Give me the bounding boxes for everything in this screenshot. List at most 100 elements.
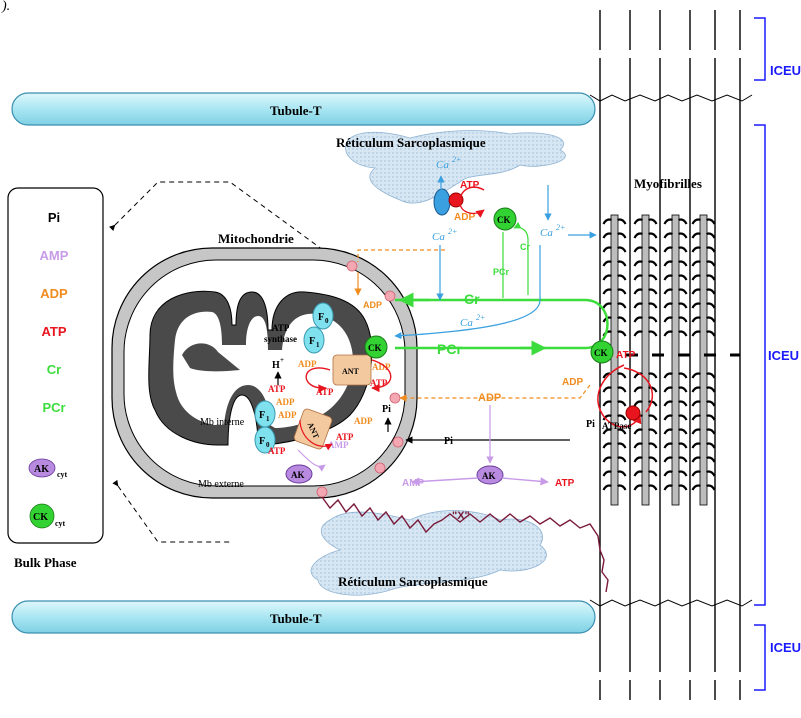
myosin-head [691,414,701,421]
myosin-head [648,274,658,281]
myosin-head [602,400,612,407]
iceu-bottom-label: ICEU [770,640,801,655]
myosin-head [648,400,658,407]
myosin-head [648,414,658,421]
atp-synthase-l1: ATP [272,323,290,333]
myosin-head [648,260,658,267]
myosin-head [706,302,716,309]
adp-top-flow [357,249,445,262]
myosin-head [706,372,716,379]
sr-atp-cycle [459,186,485,218]
sr-ck-label: CK [497,215,511,225]
atp-low-label: ATP [555,478,575,489]
myosin-heads [602,218,716,491]
cr-pcr-loop [395,298,609,350]
tubule-top [11,92,596,126]
myosin-head [691,288,701,295]
mito-atp-2: ATP [370,378,388,388]
myosin-head [617,456,627,463]
legend-item-adp: ADP [40,286,68,301]
myosin-head [663,484,673,491]
myosin-head [633,456,643,463]
f1-lower-sub: 1 [266,415,270,423]
pi-right-label: Pi [586,419,595,430]
header-mark: ). [1,0,10,14]
myosin-head [617,428,627,435]
myosin-head [648,218,658,225]
mito-ck-icon [364,335,388,359]
myosin-head [633,484,643,491]
myosin-head [706,470,716,477]
myosin-head [602,442,612,449]
f1-upper-sub: 1 [316,341,320,349]
h-plus-sup: + [280,356,284,364]
pi-mid-label: Pi [444,436,453,447]
ak-cyt-icon [28,458,56,478]
ca-sup-2: 2+ [448,227,457,236]
myosin-head [678,330,688,337]
myosin-head [617,414,627,421]
myosin-head [678,288,688,295]
cr-big-label: Cr [464,291,480,307]
myosin-head [663,442,673,449]
myosin-head [691,246,701,253]
iceu-brackets [754,17,766,691]
mito-ak-icon [285,464,313,484]
myosin-head [691,302,701,309]
ck-cyt-label: CK [33,512,48,523]
myosin-head [602,414,612,421]
myosin-head [691,218,701,225]
myo-atp-cycle-2 [623,367,654,413]
amp-label: AMP [402,478,425,489]
sr-pcr-label: PCr [493,267,510,277]
myosin-head [617,484,627,491]
myosin-head [617,442,627,449]
myosin-head [617,372,627,379]
myosin-head [648,442,658,449]
mb-interne-label: Mb interne [200,417,245,428]
myosin-head [602,246,612,253]
myosin-head [663,274,673,281]
myosin-head [706,218,716,225]
myosin-head [691,456,701,463]
leader-bottom [112,479,230,543]
myosin-head [678,316,688,323]
myosin-head [678,442,688,449]
myosin-head [617,218,627,225]
myosin-head [691,428,701,435]
myosin-head [648,302,658,309]
ca-sup-3: 2+ [556,223,565,232]
x-label: "X" [452,510,470,522]
myo-ck-icon [590,340,614,364]
myosin-head [691,316,701,323]
mito-amp-arrow [297,449,326,472]
myosin-head [648,232,658,239]
myosin-head [663,218,673,225]
f0-upper-sub: 0 [325,317,329,325]
myosin-head [663,246,673,253]
myosin-head [602,470,612,477]
myosin-head [706,456,716,463]
myosin-head [602,260,612,267]
myosin-head [633,470,643,477]
sr-atp-label: ATP [460,180,480,191]
myo-ck-label: CK [594,348,608,358]
myosin-head [706,330,716,337]
myo-atp-label: ATP [616,350,636,361]
tubule-top-label: Tubule-T [270,103,322,118]
myosin-head [663,470,673,477]
adp-top-label: ADP [363,300,382,310]
myosin-head [617,232,627,239]
myosin-head [678,456,688,463]
myosin-head [602,232,612,239]
myosin-head [691,442,701,449]
myosin-head [617,316,627,323]
myosin-head [663,400,673,407]
myosin-head [633,316,643,323]
sr-ck-icon [493,207,517,231]
ak-cyt-node [476,465,504,485]
myosin-head [706,246,716,253]
myosin-head [633,428,643,435]
mito-amp-1: AMP [328,440,349,450]
